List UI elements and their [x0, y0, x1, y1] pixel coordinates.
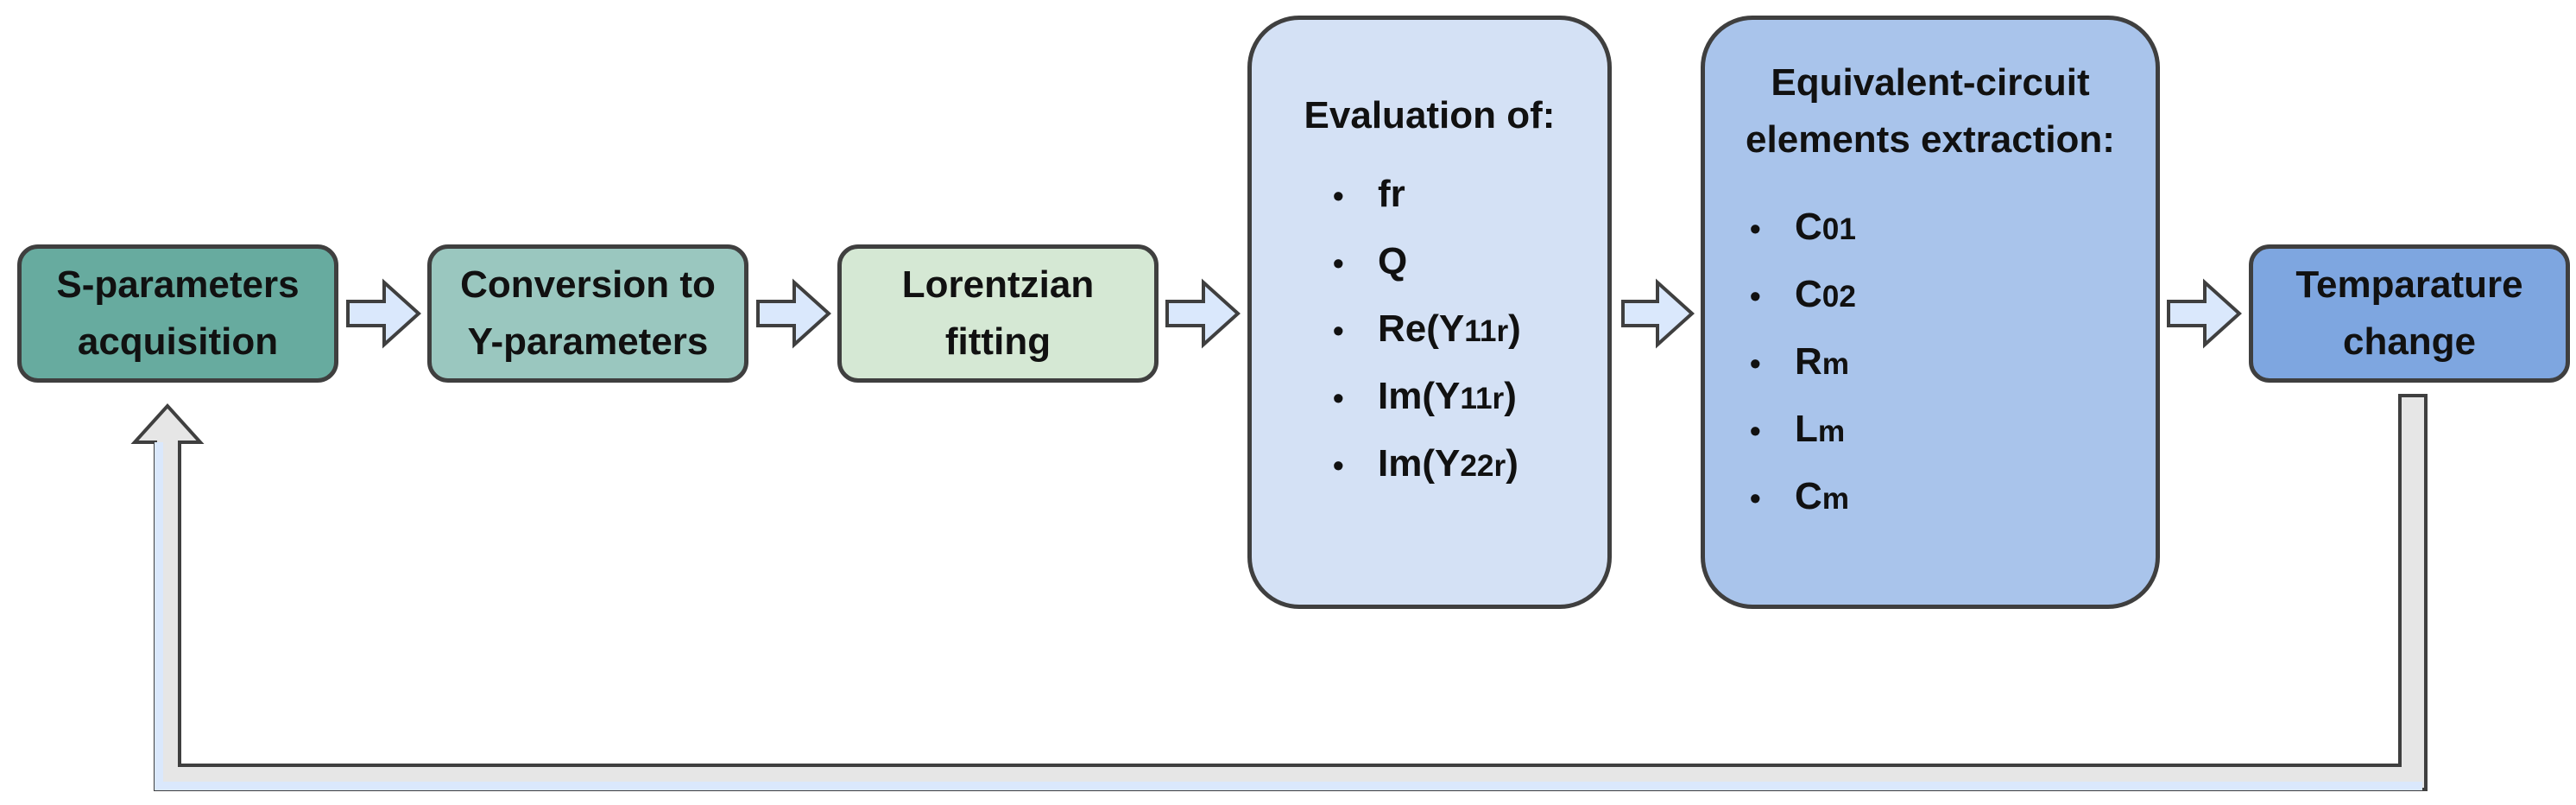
bullet-mark: • [1750, 480, 1761, 516]
item-suffix: ) [1508, 307, 1521, 350]
list-item: • fr [1323, 162, 1607, 229]
conversion-label: Conversion to Y-parameters [460, 263, 716, 363]
bullet-mark: • [1333, 245, 1344, 281]
item-text: C [1795, 475, 1822, 517]
item-text: Im(Y [1378, 375, 1461, 417]
lorentzian-fitting-node: Lorentzian fitting [837, 244, 1159, 383]
flow-arrow [346, 278, 421, 349]
item-suffix: ) [1506, 442, 1518, 485]
bullet-mark: • [1750, 413, 1761, 448]
temperature-change-node: Temparature change [2249, 244, 2570, 383]
item-suffix: ) [1504, 375, 1517, 417]
extraction-node: Equivalent-circuit elements extraction: … [1701, 16, 2160, 609]
lorentzian-fitting-label: Lorentzian fitting [901, 263, 1095, 363]
bullet-mark: • [1333, 447, 1344, 483]
bullet-mark: • [1333, 380, 1344, 415]
feedback-loop-arrow [130, 394, 2428, 791]
temperature-change-label: Temparature change [2295, 263, 2523, 363]
item-text: Re(Y [1378, 307, 1465, 350]
item-text: Im(Y [1378, 442, 1461, 485]
item-text: R [1795, 340, 1822, 383]
bullet-mark: • [1750, 345, 1761, 381]
conversion-node: Conversion to Y-parameters [427, 244, 748, 383]
flow-arrow [756, 278, 831, 349]
item-text: C [1795, 206, 1822, 248]
list-item: •Q [1323, 229, 1607, 296]
item-text: fr [1378, 173, 1405, 215]
item-text: C [1795, 273, 1822, 315]
evaluation-title: Evaluation of: [1304, 94, 1556, 136]
bullet-mark: • [1333, 178, 1344, 213]
flow-arrow [1165, 278, 1241, 349]
item-text: Q [1378, 240, 1408, 282]
flow-arrow [1621, 278, 1695, 349]
s-parameters-acquisition-label: S-parameters acquisition [56, 263, 300, 363]
bullet-mark: • [1750, 278, 1761, 314]
feedback-loop-highlight [155, 442, 2422, 790]
flow-arrow [2167, 278, 2242, 349]
extraction-title: Equivalent-circuit elements extraction: [1746, 61, 2115, 161]
s-parameters-acquisition-node: S-parameters acquisition [17, 244, 338, 383]
item-text: L [1795, 408, 1818, 450]
bullet-mark: • [1333, 313, 1344, 348]
bullet-mark: • [1750, 211, 1761, 246]
